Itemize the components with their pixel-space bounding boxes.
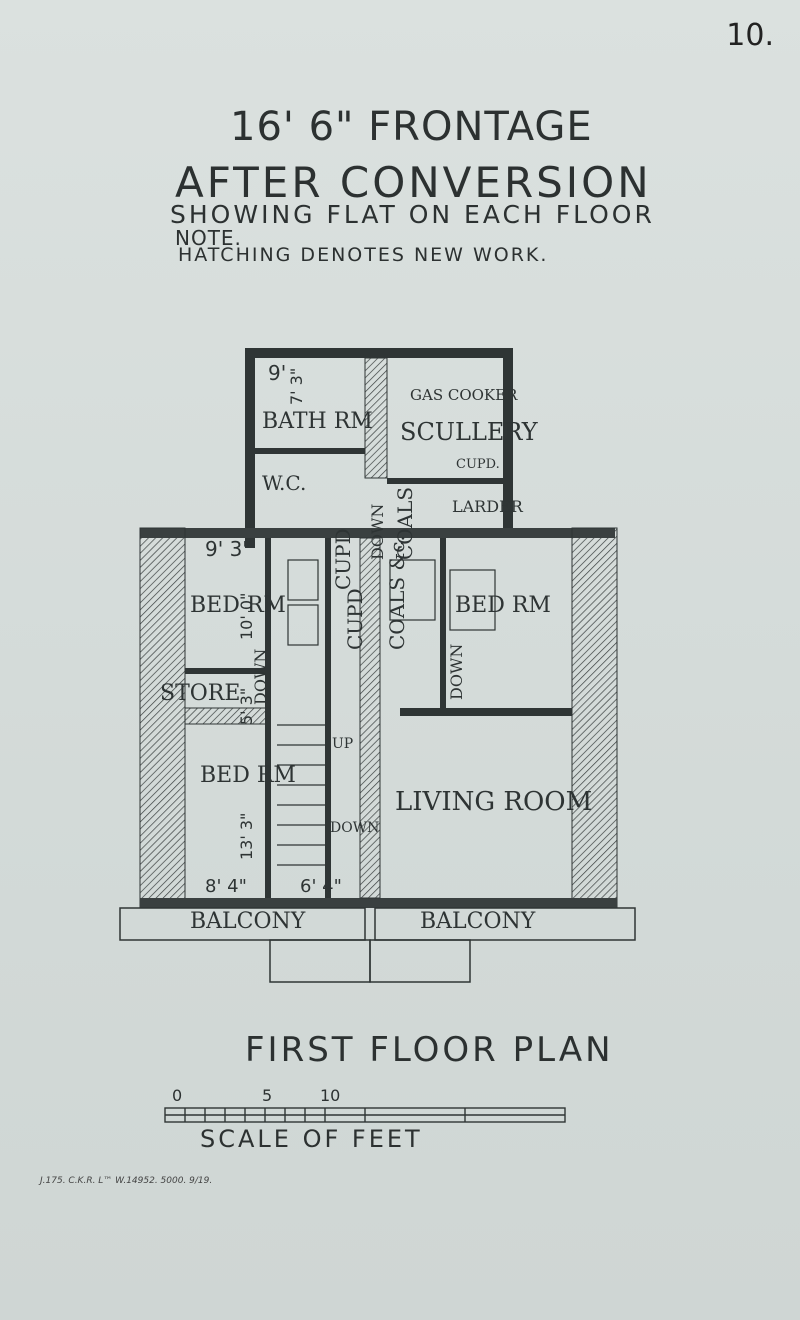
main-wall-right: [571, 527, 618, 909]
room-larder: LARDER: [452, 497, 524, 516]
room-living: LIVING ROOM: [395, 787, 592, 817]
landing-box: [449, 569, 496, 631]
store-bed-partition: [184, 707, 271, 725]
room-bath: BATH RM: [262, 409, 373, 434]
label-down-4: DOWN: [330, 820, 379, 836]
room-bed-right: BED RM: [455, 593, 551, 618]
dim-6-4: 6' 4": [300, 876, 342, 897]
main-wall-left: [139, 527, 186, 909]
central-party-wall: [359, 537, 381, 899]
room-balcony-right: BALCONY: [420, 909, 536, 934]
title-subtitle: SHOWING FLAT ON EACH FLOOR: [170, 200, 655, 229]
bath-wc-partition: [255, 448, 365, 454]
dim-8-4: 8' 4": [205, 876, 247, 897]
note-heading: NOTE.: [175, 226, 242, 250]
scullery-cupd-partition: [387, 478, 503, 484]
title-frontage: 16' 6" FRONTAGE: [230, 104, 593, 150]
balcony-step-left: [269, 939, 371, 983]
landing-wall: [440, 538, 446, 708]
balcony-step-right: [369, 939, 471, 983]
scale-label-10: 10: [320, 1086, 341, 1105]
room-bed-lower: BED RM: [200, 763, 296, 788]
title-after-conversion: AFTER CONVERSION: [175, 158, 652, 207]
balcony-left-outline: [119, 907, 366, 941]
bed-store-partition: [185, 668, 270, 674]
label-coals-2: COALS &c.: [385, 535, 409, 650]
page-number: 10.: [726, 18, 774, 53]
room-store: STORE: [160, 681, 240, 706]
main-block-walls: [139, 527, 618, 909]
label-cupd-2: CUPD: [343, 588, 367, 650]
scale-bar: [164, 1107, 566, 1123]
plan-caption: FIRST FLOOR PLAN: [245, 1030, 614, 1070]
label-cupd-1: CUPD: [331, 528, 355, 590]
room-balcony-left: BALCONY: [190, 909, 306, 934]
balcony-right-outline: [374, 907, 636, 941]
staircase: [277, 559, 496, 866]
bed-living-partition: [400, 708, 572, 716]
dim-13-3: 13' 3": [237, 813, 256, 860]
room-wc: W.C.: [262, 471, 306, 495]
scale-caption: SCALE OF FEET: [200, 1125, 423, 1153]
room-scullery: SCULLERY: [400, 418, 539, 446]
note-text: HATCHING DENOTES NEW WORK.: [178, 244, 549, 266]
room-bed-left: BED RM: [190, 593, 286, 618]
coals-box: [389, 559, 436, 621]
label-coals-1: COALS: [393, 487, 417, 560]
scale-label-5: 5: [262, 1086, 273, 1105]
room-gas-cooker: GAS COOKER: [410, 386, 518, 404]
label-down-1: DOWN: [251, 649, 270, 705]
dim-9-3: 9' 3": [205, 537, 252, 561]
rear-block-walls: [245, 348, 513, 548]
label-down-2: DOWN: [447, 644, 466, 700]
main-wall-bottom: [140, 898, 617, 908]
rear-wall-left: [245, 348, 255, 548]
label-down-3: DOWN: [368, 504, 387, 560]
rear-wall-right: [503, 348, 513, 533]
stair-wall-right: [325, 538, 331, 898]
dim-5-3: 5' 3": [237, 688, 256, 725]
cupboard-box: [287, 559, 319, 601]
rear-wall-top: [245, 348, 513, 358]
cupboard-box: [287, 604, 319, 646]
printer-imprint: J.175. C.K.R. L™ W.14952. 5000. 9/19.: [40, 1176, 213, 1186]
room-cupd: CUPD.: [456, 457, 500, 472]
stair-wall-left: [265, 538, 271, 898]
dim-7-3: 7' 3": [287, 368, 306, 405]
balconies: [119, 907, 636, 983]
dim-9: 9': [268, 361, 286, 385]
main-wall-top: [140, 528, 615, 538]
scale-label-0: 0: [172, 1086, 183, 1105]
rear-party-wall: [364, 357, 388, 479]
label-up: UP: [332, 736, 353, 752]
dim-10-0: 10' 0": [237, 593, 256, 640]
